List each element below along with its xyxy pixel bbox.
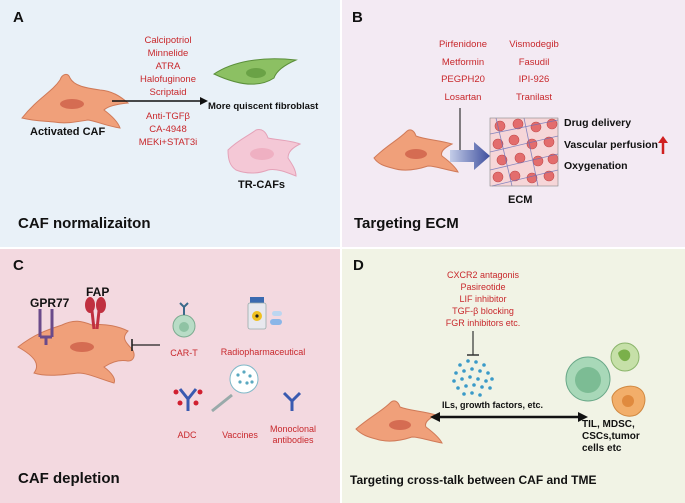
activated-caf-label: Activated CAF: [30, 126, 106, 138]
panel-a-graphics: [21, 58, 302, 177]
effect-vascular-perfusion: Vascular perfusion: [564, 139, 658, 151]
panel-a: A Calcipotriol Minnelide AT: [0, 0, 340, 247]
drug-pegph20: PEGPH20: [441, 74, 485, 85]
tme-cells-label: TIL, MDSC, CSCs,tumor cells etc: [582, 419, 640, 455]
drug-calcipotriol: Calcipotriol: [144, 35, 192, 46]
ecm-label: ECM: [508, 194, 533, 206]
cytokine-cloud-icon: [452, 359, 494, 397]
drug-tgfb-blocking: TGF-β blocking: [452, 306, 514, 316]
normalization-arrowhead: [200, 97, 208, 105]
panel-b-drug-list-left: Pirfenidone Metformin PEGPH20 Losartan: [430, 36, 496, 106]
tme-cells-icon: [565, 342, 646, 417]
caf-cell-c: [17, 320, 135, 384]
drug-minnelide: Minnelide: [147, 48, 189, 59]
radiopharmaceutical-icon: [247, 297, 282, 330]
panel-d-graphics: [355, 331, 646, 444]
increase-arrowhead: [658, 136, 668, 143]
monoclonal-antibodies-label: Monoclonal antibodies: [265, 424, 321, 446]
caf-cell-b: [373, 129, 459, 173]
panel-b-title: Targeting ECM: [354, 215, 459, 232]
monoclonal-antibodies-label-line-1: Monoclonal: [269, 424, 317, 434]
drug-cxcr2-antagonis: CXCR2 antagonis: [446, 270, 520, 280]
tme-cells-label-line-1: TIL, MDSC,: [582, 419, 635, 430]
panel-a-drug-list-bottom: Anti-TGFβ CA-4948 MEKi+STAT3i: [126, 110, 210, 149]
car-t-icon: [172, 302, 196, 338]
panel-c-graphics: [17, 297, 302, 413]
panel-a-drug-list-top: Calcipotriol Minnelide ATRA Halofuginone…: [126, 34, 210, 99]
radiopharmaceutical-label: Radiopharmaceutical: [220, 347, 306, 357]
quiescent-fibroblast-label: More quiscent fibroblast: [208, 101, 319, 112]
panel-c-title: CAF depletion: [18, 470, 120, 487]
fap-label: FAP: [86, 285, 110, 299]
panel-b-drug-list-right: Vismodegib Fasudil IPI-926 Tranilast: [502, 36, 566, 106]
panel-c-letter: C: [13, 257, 24, 274]
tme-cells-label-line-2: CSCs,tumor: [582, 431, 640, 442]
effect-drug-delivery: Drug delivery: [564, 117, 632, 129]
drug-anti-tgfb: Anti-TGFβ: [146, 111, 190, 122]
tme-cells-label-line-3: cells etc: [582, 443, 622, 454]
adc-icon: [178, 388, 198, 411]
adc-payload: [173, 389, 203, 406]
ecm-tissue-image: [489, 117, 559, 187]
tr-caf-cell: [227, 129, 302, 177]
panel-b-graphics: [373, 108, 668, 187]
effect-oxygenation: Oxygenation: [564, 160, 628, 172]
drug-vismodegib: Vismodegib: [509, 39, 559, 50]
monoclonal-antibodies-label-line-2: antibodies: [272, 435, 314, 445]
vaccines-icon: [211, 364, 259, 413]
crosstalk-arrowhead-left: [430, 412, 440, 422]
panel-b-letter: B: [352, 9, 363, 26]
crosstalk-arrowhead-right: [578, 412, 588, 422]
drug-tranilast: Tranilast: [515, 91, 553, 103]
drug-ca-4948: CA-4948: [149, 124, 187, 135]
monoclonal-antibody-icon: [282, 391, 302, 411]
drug-halofuginone: Halofuginone: [140, 74, 196, 85]
panel-b: B Pirfenidone Metformin PEGPH20 Losartan…: [342, 0, 685, 247]
panel-a-title: CAF normalizaiton: [18, 215, 151, 232]
gpr77-receptor: [38, 309, 54, 345]
crosstalk-arrow-label: ILs, growth factors, etc.: [442, 400, 544, 410]
caf-cell-d: [355, 400, 443, 444]
drug-atra: ATRA: [155, 61, 181, 72]
panel-d: D CXCR2 antagonis Pasireotide LIF inhibi…: [342, 249, 685, 503]
tr-caf-label: TR-CAFs: [238, 179, 286, 191]
panel-d-drug-list: CXCR2 antagonis Pasireotide LIF inhibito…: [438, 269, 528, 329]
panel-d-title: Targeting cross-talk between CAF and TME: [350, 473, 597, 487]
drug-metformin: Metformin: [441, 56, 485, 68]
drug-pasireotide: Pasireotide: [460, 282, 506, 292]
drug-scriptaid: Scriptaid: [149, 87, 187, 98]
quiescent-fibroblast-cell: [212, 58, 298, 85]
panel-a-letter: A: [13, 9, 24, 26]
drug-fasudil: Fasudil: [518, 56, 550, 68]
drug-meki-stat3i: MEKi+STAT3i: [138, 137, 198, 148]
drug-lif-inhibitor: LIF inhibitor: [459, 294, 507, 304]
fap-receptor: [85, 297, 106, 330]
drug-fgr-inhibitors: FGR inhibitors etc.: [445, 318, 521, 328]
panel-c: C: [0, 249, 340, 503]
vaccines-label: Vaccines: [222, 430, 258, 440]
drug-losartan: Losartan: [444, 91, 482, 103]
drug-ipi-926: IPI-926: [518, 74, 550, 85]
panel-d-letter: D: [353, 257, 364, 274]
ecm-target-arrow: [450, 142, 490, 170]
car-t-label: CAR-T: [170, 348, 198, 358]
activated-caf-cell: [21, 73, 130, 129]
gpr77-label: GPR77: [30, 296, 70, 310]
drug-pirfenidone: Pirfenidone: [438, 39, 488, 50]
adc-label: ADC: [177, 430, 197, 440]
